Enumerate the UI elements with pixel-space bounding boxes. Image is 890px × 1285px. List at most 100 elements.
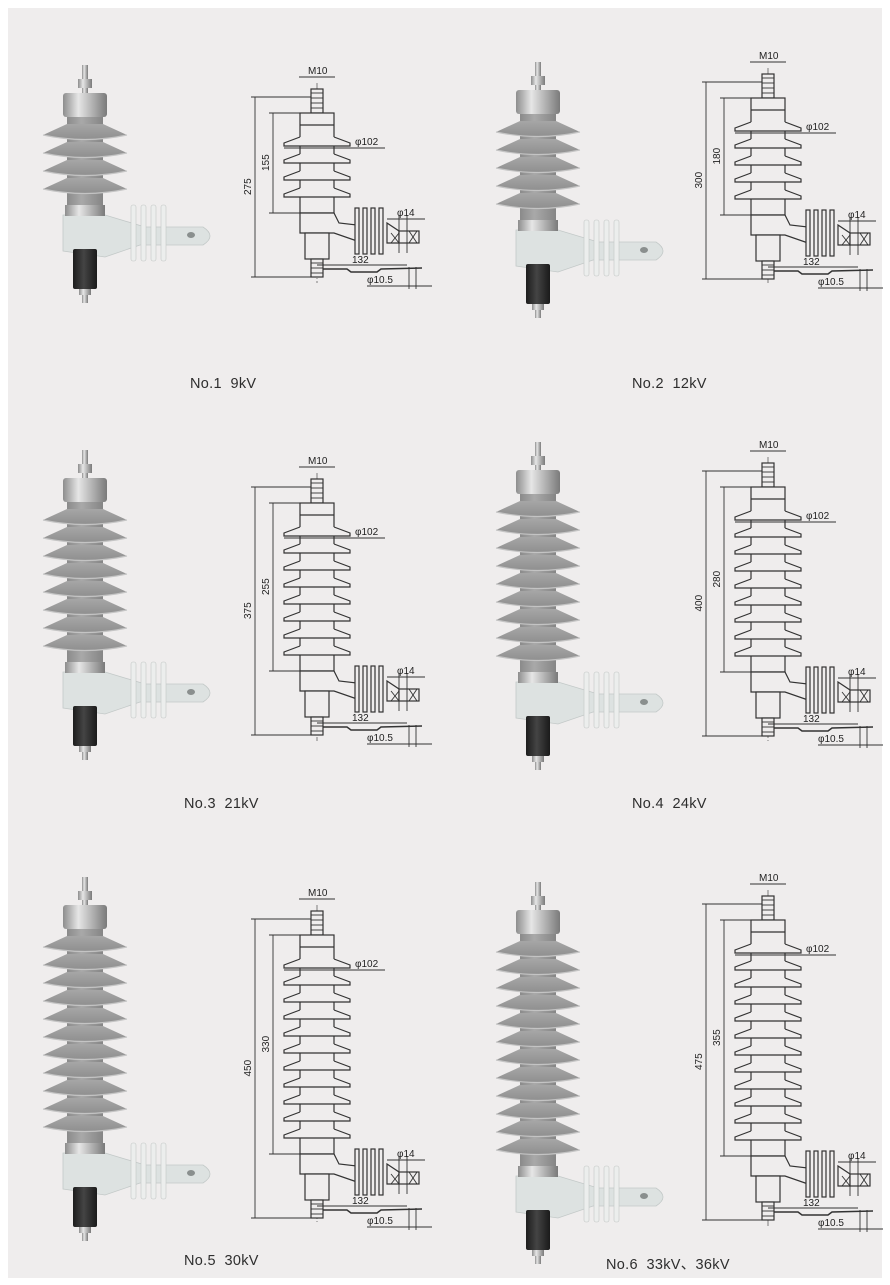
strap-hole-label: φ10.5 <box>818 734 844 745</box>
ground-terminal <box>526 264 550 304</box>
hole-diameter-label: φ14 <box>397 1149 415 1160</box>
product-photo-4 <box>495 442 664 770</box>
shed <box>496 555 580 571</box>
thread-label: M10 <box>759 51 779 62</box>
shed-diameter-label: φ102 <box>355 137 379 148</box>
shed-edge <box>42 609 128 616</box>
fin <box>805 209 811 257</box>
bottom-nut <box>532 756 544 762</box>
shed-edge <box>495 131 581 138</box>
bracket-fin <box>583 1165 590 1223</box>
shed <box>283 611 351 622</box>
bottom-bolt <box>82 1227 88 1241</box>
hole-cross <box>841 691 851 703</box>
metal-collar <box>518 1166 558 1177</box>
bracket-hole <box>640 1193 648 1199</box>
shed <box>283 1111 351 1122</box>
top-nut <box>78 79 92 88</box>
fin <box>813 209 819 257</box>
thread-label: M10 <box>759 440 779 451</box>
fin <box>813 666 819 714</box>
metal-collar <box>65 1143 105 1154</box>
shed <box>496 1085 580 1101</box>
bracket-length-label: 132 <box>352 1196 369 1207</box>
shed <box>734 138 802 149</box>
hole-cross <box>408 688 418 702</box>
shed-edge <box>42 591 128 598</box>
shed-section-label: 180 <box>712 147 723 164</box>
hole-cross <box>408 230 418 244</box>
bracket-hole <box>640 699 648 705</box>
bracket-fin <box>583 671 590 729</box>
shed <box>283 1026 351 1037</box>
shed-diameter-label: φ102 <box>355 959 379 970</box>
bottom-bolt <box>535 304 541 318</box>
shed <box>43 972 127 988</box>
hole-cross <box>841 1175 851 1187</box>
lower-cylinder <box>755 234 781 262</box>
shed-edge <box>495 1059 581 1066</box>
ground-terminal <box>526 1210 550 1250</box>
thread-label: M10 <box>308 456 328 467</box>
shed <box>734 544 802 555</box>
ground-terminal <box>73 1187 97 1227</box>
shed-edge <box>495 167 581 174</box>
fin <box>354 665 360 713</box>
shed-section-label: 255 <box>261 578 272 595</box>
shed <box>283 560 351 571</box>
thread-label: M10 <box>308 66 328 77</box>
shed <box>496 609 580 625</box>
product-photo-5 <box>42 877 211 1241</box>
hole-diameter-label: φ14 <box>397 666 415 677</box>
insulator-body <box>67 498 103 662</box>
shed <box>496 627 580 643</box>
fin <box>821 666 827 714</box>
bracket-length-label: 132 <box>803 257 820 268</box>
shed-edge <box>495 1077 581 1084</box>
shed-diameter-label: φ102 <box>355 527 379 538</box>
shed-edge <box>42 1108 128 1115</box>
shed-edge <box>495 1131 581 1138</box>
shed <box>43 563 127 579</box>
product-photo-6 <box>495 882 664 1264</box>
lower-cylinder <box>304 232 330 260</box>
shed <box>496 1067 580 1083</box>
shed-edge <box>42 627 128 634</box>
shed-edge <box>42 982 128 989</box>
shed-edge <box>495 655 581 662</box>
bracket-fin <box>150 204 157 262</box>
fin <box>370 1148 376 1196</box>
strap-hole-label: φ10.5 <box>818 277 844 288</box>
bracket-fin <box>613 1165 620 1223</box>
bracket-fin <box>593 671 600 729</box>
shed <box>43 936 127 952</box>
shed <box>43 1098 127 1114</box>
shed-edge <box>495 1005 581 1012</box>
shed-edge <box>42 537 128 544</box>
bracket-fin <box>603 671 610 729</box>
shed <box>496 1121 580 1137</box>
bottom-nut <box>79 289 91 295</box>
shed <box>43 1116 127 1132</box>
bracket-fin <box>603 1165 610 1223</box>
hole-cross <box>859 689 869 703</box>
shed <box>283 594 351 605</box>
shed <box>734 155 802 166</box>
hole-diameter-label: φ14 <box>848 1151 866 1162</box>
shed <box>43 545 127 561</box>
shed <box>734 629 802 640</box>
bracket-fin <box>150 1142 157 1200</box>
shed <box>734 960 802 971</box>
fin <box>821 209 827 257</box>
shed <box>283 543 351 554</box>
shed-edge <box>495 637 581 644</box>
total-height-label: 300 <box>694 171 705 188</box>
top-nut <box>78 891 92 900</box>
top-nut <box>531 456 545 465</box>
shed <box>43 142 127 158</box>
bracket-fin <box>130 204 137 262</box>
shed <box>496 193 580 209</box>
shed-edge <box>42 946 128 953</box>
